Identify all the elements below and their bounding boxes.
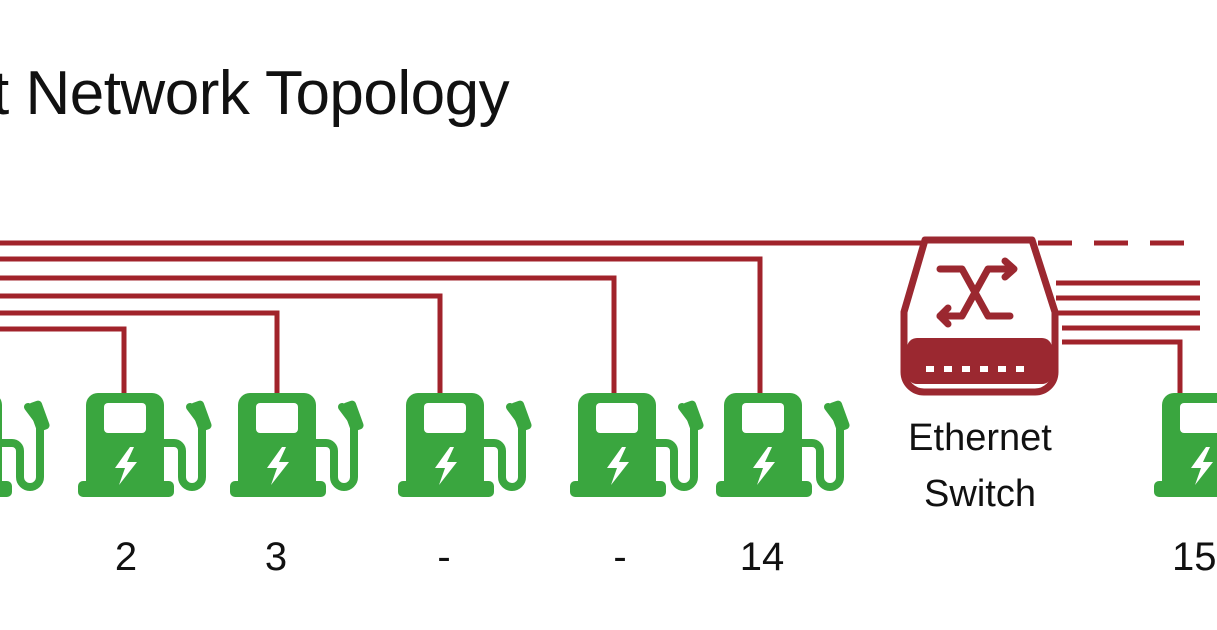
switch-label-line1: Ethernet (908, 417, 1052, 459)
charger-label-dash-1: - (437, 535, 451, 579)
charger-icon-15 (1154, 393, 1217, 497)
cable-charger-14 (0, 256, 763, 402)
charger-icon-1 (0, 393, 51, 497)
charger-icon-2 (78, 393, 213, 497)
cable-charger-4 (0, 275, 617, 402)
cable-charger-15 (1062, 339, 1183, 396)
switch-label: Ethernet Switch (880, 410, 1080, 522)
charger-label-15: 15 (1172, 535, 1217, 579)
charger-icon-4 (398, 393, 533, 497)
page-title: t Network Topology (0, 59, 510, 128)
charger-label-14: 14 (739, 535, 785, 579)
charger-label-dash-2: - (613, 535, 627, 579)
charger-icon-5 (570, 393, 705, 497)
cable-charger-2 (0, 310, 280, 402)
charger-icon-14 (716, 393, 851, 497)
switch-label-line2: Switch (924, 473, 1036, 515)
ethernet-switch-icon (900, 236, 1059, 396)
cable-charger-1 (0, 326, 127, 396)
charger-label-2: 2 (114, 535, 138, 579)
charger-icon-3 (230, 393, 365, 497)
cable-charger-3 (0, 293, 443, 402)
charger-label-3: 3 (264, 535, 288, 579)
